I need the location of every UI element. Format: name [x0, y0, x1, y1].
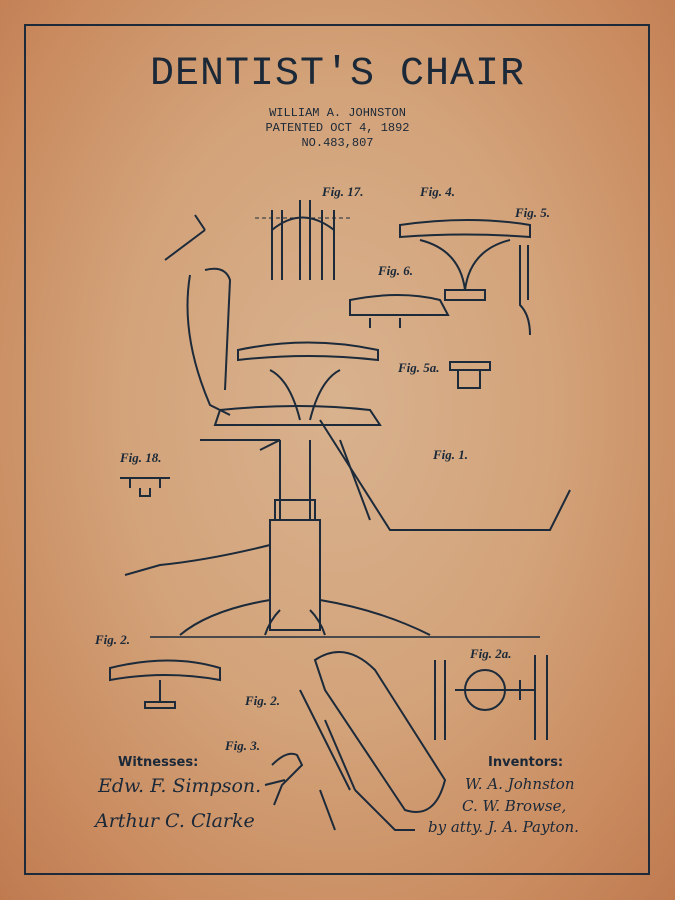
patent-date: PATENTED OCT 4, 1892 — [265, 121, 410, 135]
fig5-drawing — [519, 245, 531, 336]
inventor-name: WILLIAM A. JOHNSTON — [269, 106, 406, 120]
poster-border — [24, 24, 650, 875]
inventor-signature: C. W. Browse, — [462, 797, 567, 815]
fig2a-drawing — [434, 655, 548, 740]
fig17-label: Fig. 17. — [322, 184, 364, 199]
inventor-signature: W. A. Johnston — [465, 775, 575, 793]
fig2-label: Fig. 2. — [95, 632, 131, 647]
fig18-label: Fig. 18. — [120, 450, 162, 465]
fig6-drawing — [349, 294, 450, 328]
fig3-label: Fig. 3. — [225, 738, 261, 753]
fig6-label: Fig. 6. — [378, 263, 414, 278]
fig2a-label: Fig. 2a. — [470, 646, 512, 661]
chair-drawing — [124, 214, 571, 638]
fig2-drawing — [109, 659, 221, 709]
fig5-label: Fig. 5. — [515, 205, 551, 220]
fig4-label: Fig. 4. — [420, 184, 456, 199]
witness-signature: Edw. F. Simpson. — [98, 775, 262, 797]
fig2-headrest-drawing — [299, 651, 447, 831]
fig2-headrest-label: Fig. 2. — [245, 693, 281, 708]
attorney-signature: by atty. J. A. Payton. — [428, 818, 579, 836]
fig18-drawing — [120, 477, 170, 497]
patent-number: NO.483,807 — [301, 136, 374, 150]
fig5a-drawing — [449, 361, 491, 389]
witness-signature: Arthur C. Clarke — [95, 810, 255, 832]
witnesses-heading: Witnesses: — [118, 755, 199, 770]
poster-title: DENTIST'S CHAIR — [149, 52, 526, 97]
fig3-drawing — [264, 752, 304, 806]
fig17-drawing — [255, 200, 350, 280]
fig5a-label: Fig. 5a. — [398, 360, 440, 375]
inventors-heading: Inventors: — [488, 755, 564, 770]
fig1-label: Fig. 1. — [433, 447, 469, 462]
fig4-drawing — [399, 219, 531, 301]
